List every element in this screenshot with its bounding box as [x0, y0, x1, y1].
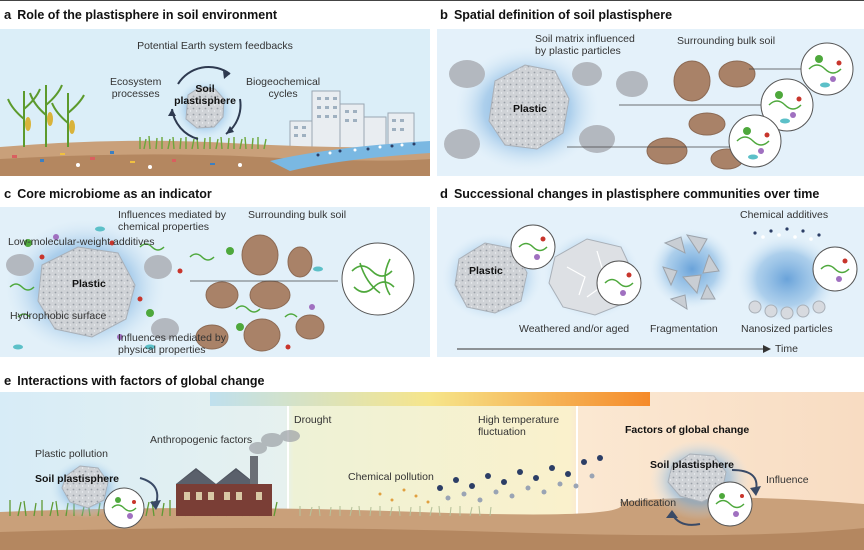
panel-d-letter: d [440, 186, 448, 201]
label-drought: Drought [294, 414, 332, 426]
plastic-particle [454, 242, 528, 314]
panel-b-title: b Spatial definition of soil plastisphere [440, 7, 672, 22]
plastic-particle [488, 64, 570, 150]
smoke [249, 430, 300, 454]
label-plastic: Plastic [513, 103, 547, 115]
label-modification: Modification [620, 497, 677, 509]
label-factors-global-change: Factors of global change [625, 424, 750, 436]
seedlings [139, 135, 267, 150]
label-high-temp: High temperature fluctuation [478, 414, 560, 438]
label-plastic-c: Plastic [72, 278, 106, 290]
label-chemical-additives: Chemical additives [740, 209, 829, 221]
panel-a-title: a Role of the plastisphere in soil enviro… [4, 7, 277, 22]
corn-plants [7, 84, 85, 147]
panel-e-illustration [0, 392, 864, 550]
panel-c-title: c Core microbiome as an indicator [4, 186, 212, 201]
panel-c-letter: c [4, 186, 12, 201]
panel-c: Influences mediated by chemical properti… [0, 207, 430, 357]
label-hydrophobic: Hydrophobic surface [10, 310, 107, 322]
panel-d: Chemical additives Plastic Weathered and… [437, 207, 864, 357]
panel-d-title-text: Successional changes in plastisphere com… [453, 187, 820, 201]
top-rule [0, 0, 864, 1]
label-plastic-pollution: Plastic pollution [35, 448, 108, 460]
panel-b-title-text: Spatial definition of soil plastisphere [453, 8, 673, 22]
microbe-zoom-circle [341, 242, 415, 316]
chemical-pollution-dots [378, 455, 603, 504]
nanosized-particles [748, 300, 826, 320]
label-physical: Influences mediated by physical properti… [118, 332, 226, 356]
panel-e-title-text: Interactions with factors of global chan… [17, 374, 265, 388]
panel-d-illustration [442, 224, 858, 353]
panel-b-illustration [444, 42, 854, 171]
label-soil-plastisphere-left: Soil plastisphere [35, 473, 120, 485]
panel-e-letter: e [4, 373, 12, 388]
panel-b: Soil matrix influenced by plastic partic… [437, 29, 864, 176]
label-soil-plastisphere-right: Soil plastisphere [650, 459, 735, 471]
label-influence: Influence [766, 474, 809, 486]
factory [176, 456, 272, 516]
label-plastic-d: Plastic [469, 265, 503, 277]
river [270, 141, 430, 171]
panel-e-title: e Interactions with factors of global cha… [4, 373, 265, 388]
panel-c-illustration [5, 219, 415, 355]
label-soil-matrix: Soil matrix influenced by plastic partic… [535, 33, 635, 57]
label-fragmentation: Fragmentation [650, 323, 718, 335]
label-anthropogenic: Anthropogenic factors [150, 434, 253, 446]
panel-a-illustration [0, 66, 430, 176]
label-ecosystem: Ecosystem processes [110, 76, 162, 100]
label-chemical: Influences mediated by chemical properti… [118, 209, 226, 233]
panel-a: Potential Earth system feedbacks Ecosyst… [0, 29, 430, 176]
plastic-fragments [662, 234, 720, 310]
plastic-particle-left [61, 465, 109, 509]
label-weathered: Weathered and/or aged [519, 323, 630, 335]
label-chemical-pollution: Chemical pollution [348, 471, 434, 483]
panel-c-title-text: Core microbiome as an indicator [17, 187, 212, 201]
panel-d-title: d Successional changes in plastisphere co… [440, 186, 819, 201]
label-nanosized: Nanosized particles [741, 323, 833, 335]
label-time: Time [775, 343, 798, 355]
plastic-fragments [12, 151, 242, 169]
label-bulk-soil-c: Surrounding bulk soil [248, 209, 347, 221]
panel-b-letter: b [440, 7, 448, 22]
plastic-particle [185, 86, 225, 129]
microbe-zoom-circles [728, 42, 854, 168]
panel-a-title-text: Role of the plastisphere in soil environ… [17, 8, 277, 22]
label-additives: Low-molecular-weight additives [8, 236, 155, 248]
label-feedbacks: Potential Earth system feedbacks [137, 40, 293, 52]
label-soil-plastisphere: Soil plastisphere [174, 83, 236, 107]
panel-e: Plastic pollution Soil plastisphere Anth… [0, 392, 864, 550]
plastic-particle [37, 246, 136, 338]
global-change-gradient-bar [210, 392, 650, 406]
panel-a-letter: a [4, 7, 12, 22]
label-biogeochemical: Biogeochemical cycles [246, 76, 321, 100]
label-bulk-soil: Surrounding bulk soil [677, 35, 776, 47]
